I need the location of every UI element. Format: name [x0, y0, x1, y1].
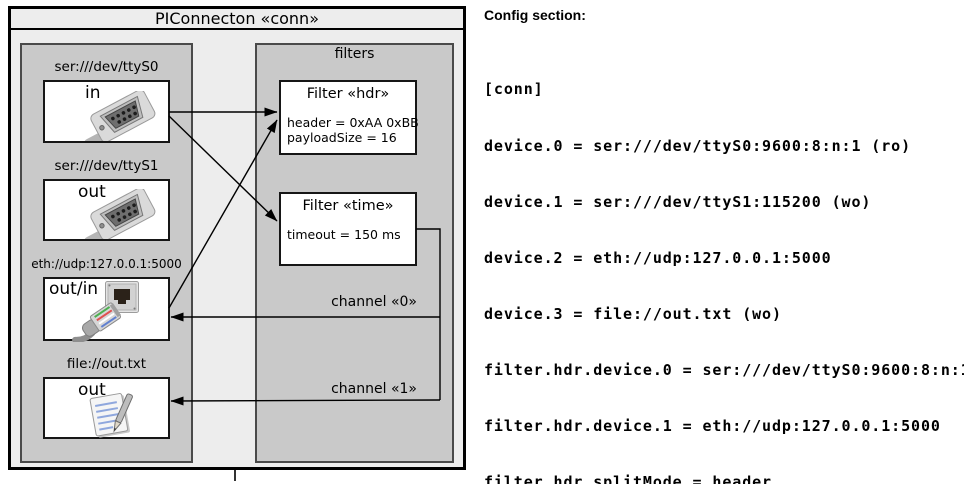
device-box-ttys1: out	[43, 179, 170, 241]
device-box-eth: out/in	[43, 277, 170, 342]
title-separator	[11, 28, 463, 30]
ethernet-cable-icon	[72, 302, 121, 342]
config-section-heading: Config section:	[484, 7, 586, 23]
config-line: filter.hdr.device.0 = ser:///dev/ttyS0:9…	[484, 360, 964, 379]
device-label-ttys0: ser:///dev/ttyS0	[54, 59, 159, 75]
config-line: [conn]	[484, 80, 544, 99]
config-line: filter.hdr.device.1 = eth://udp:127.0.0.…	[484, 417, 941, 436]
filter-title: Filter «time»	[302, 198, 394, 214]
notepad-icon	[89, 393, 133, 438]
device-direction: out	[78, 380, 106, 400]
config-text-block: [conn] device.0 = ser:///dev/ttyS0:9600:…	[484, 43, 964, 484]
config-line: device.3 = file://out.txt (wo)	[484, 304, 782, 323]
channel-0-label: channel «0»	[331, 294, 417, 310]
filter-title: Filter «hdr»	[306, 86, 390, 102]
filters-panel-title: filters	[334, 46, 375, 62]
connection-title: PIConnecton «conn»	[155, 9, 319, 28]
filter-property: header = 0xAA 0xBB	[287, 115, 419, 130]
device-label-file: file://out.txt	[66, 356, 147, 372]
device-box-ttys0: in	[43, 80, 170, 143]
config-line: device.2 = eth://udp:127.0.0.1:5000	[484, 248, 832, 267]
filter-box-time: Filter «time» timeout = 150 ms	[279, 192, 417, 266]
filter-box-hdr: Filter «hdr» header = 0xAA 0xBB payloadS…	[279, 80, 419, 155]
device-direction: out	[78, 182, 106, 202]
config-line: device.1 = ser:///dev/ttyS1:115200 (wo)	[484, 192, 872, 211]
device-label-eth: eth://udp:127.0.0.1:5000	[31, 257, 182, 271]
serial-db9-icon	[83, 91, 156, 141]
filter-property: timeout = 150 ms	[287, 227, 401, 242]
channel-1-label: channel «1»	[331, 381, 417, 397]
serial-db9-icon	[83, 189, 156, 239]
ethernet-jack-icon	[105, 281, 139, 313]
config-line: device.0 = ser:///dev/ttyS0:9600:8:n:1 (…	[484, 136, 912, 155]
device-direction: in	[85, 83, 101, 103]
device-label-ttys1: ser:///dev/ttyS1	[54, 158, 159, 174]
device-direction: out/in	[49, 279, 99, 299]
filter-property: payloadSize = 16	[287, 130, 397, 145]
config-line: filter.hdr.splitMode = header	[484, 473, 772, 484]
device-box-file: out	[43, 377, 170, 439]
